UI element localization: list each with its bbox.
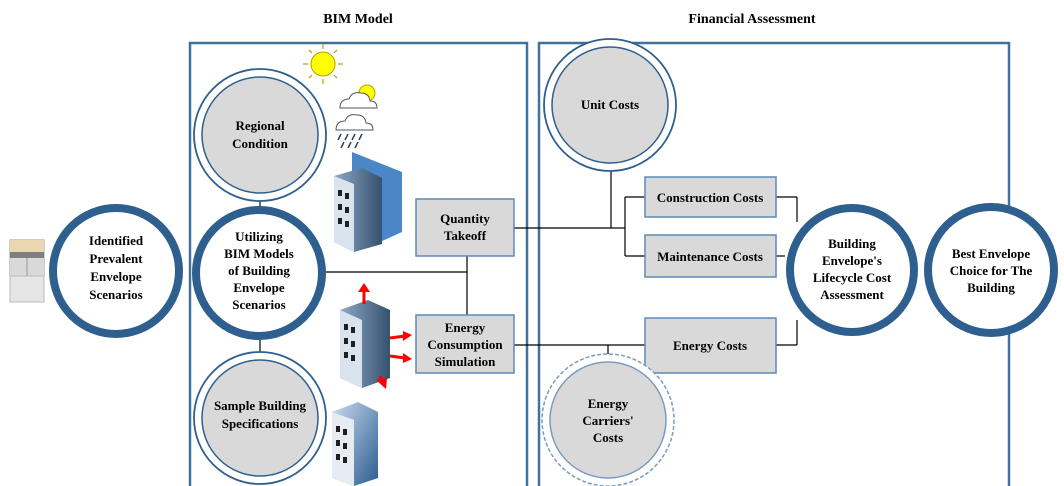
bim-model-frame bbox=[188, 41, 529, 486]
unit-costs-node: Unit Costs bbox=[543, 38, 677, 172]
svg-text:Maintenance Costs: Maintenance Costs bbox=[657, 249, 763, 264]
financial-heading: Financial Assessment bbox=[688, 12, 816, 27]
sun-icon bbox=[303, 44, 343, 84]
bim-model-heading: BIM Model bbox=[323, 12, 393, 27]
building-icon bbox=[334, 152, 402, 252]
cloud-sun-icon bbox=[339, 84, 378, 109]
svg-text:Construction Costs: Construction Costs bbox=[657, 190, 764, 205]
svg-text:Energy Costs: Energy Costs bbox=[673, 338, 747, 353]
sample-building-icon bbox=[332, 402, 378, 486]
building-heat-icon bbox=[340, 283, 412, 389]
construction-costs-box: Construction Costs bbox=[644, 176, 777, 218]
energy-costs-box: Energy Costs bbox=[644, 317, 777, 374]
svg-text:Unit Costs: Unit Costs bbox=[581, 97, 639, 112]
maintenance-costs-box: Maintenance Costs bbox=[644, 234, 777, 278]
envelope-wall-icon bbox=[9, 239, 45, 303]
rain-cloud-icon bbox=[335, 114, 374, 149]
